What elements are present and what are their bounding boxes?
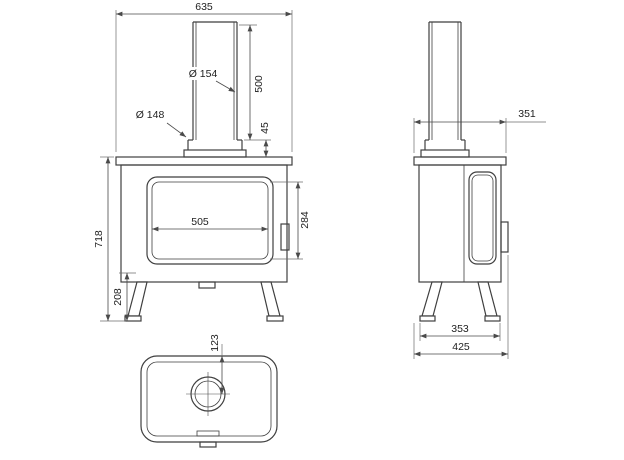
top-vent-detail [196,430,220,437]
side-flue-flange [420,149,470,158]
side-top-plate [413,156,507,166]
front-legs [124,281,284,322]
side-dimensions: 351 353 425 [413,108,546,359]
top-latch [199,441,217,448]
dim-flue-pipe-diameter-label: Ø 154 [189,68,218,80]
side-view: 351 353 425 [413,21,546,359]
side-stove-body [413,156,509,283]
side-flue-pipe [420,21,470,158]
front-door-handle [280,223,290,251]
front-door-glass-inner [151,181,269,260]
dim-total-height-label: 718 [93,230,105,248]
front-stove-body [115,156,293,289]
front-door-glass-outer [146,176,274,265]
front-dimensions: 635 Ø 154 500 45 Ø 148 718 208 [93,1,311,322]
dim-flue-pipe-height-label: 500 [253,75,265,93]
top-dimensions: 123 [209,334,225,394]
front-flue-flange [183,149,247,158]
dim-glass-width-label: 505 [191,216,209,228]
top-plate-outline [140,355,278,448]
dim-total-depth-label: 425 [452,341,470,353]
dim-flue-collar-height-label: 45 [259,122,271,134]
top-flue-outlet [186,372,230,416]
side-glass-inner [471,174,494,262]
side-legs [419,281,501,322]
dim-flue-center-offset-label: 123 [209,334,221,352]
side-glass-outer [468,171,497,265]
dim-leg-height-label: 208 [112,288,124,306]
dim-total-width-label: 635 [195,1,213,13]
dim-glass-height-label: 284 [299,211,311,229]
front-top-plate [115,156,293,166]
top-view: 123 [140,334,278,448]
front-view: 635 Ø 154 500 45 Ø 148 718 208 [93,1,311,322]
front-flue-pipe [183,21,247,158]
dim-top-plate-depth-label: 351 [518,108,536,120]
side-door-handle [500,221,509,253]
front-latch [198,281,216,289]
dim-feet-depth-label: 353 [451,323,469,335]
dim-flue-collar-diameter-label: Ø 148 [136,109,165,121]
